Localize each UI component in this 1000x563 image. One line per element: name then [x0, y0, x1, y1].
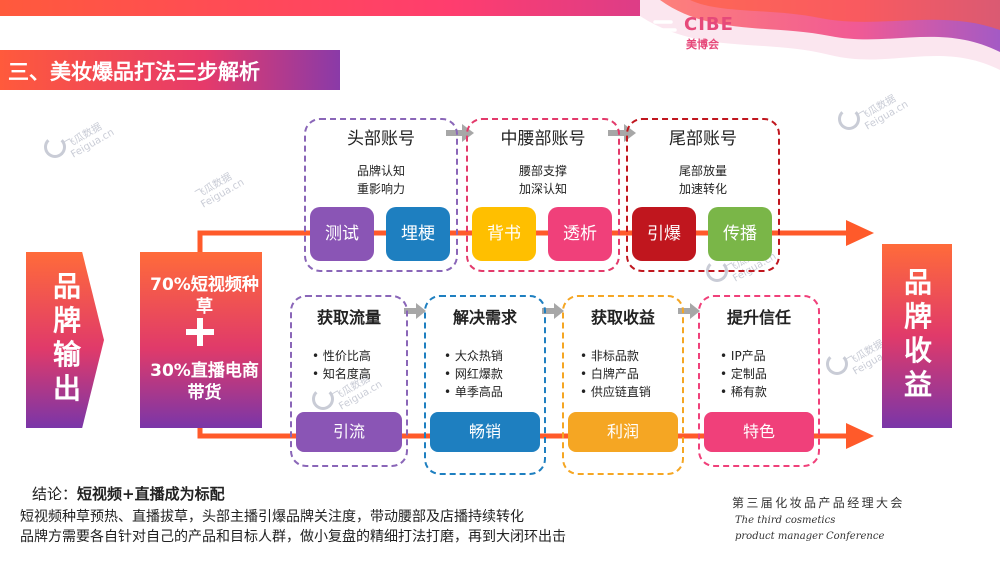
short-video-share: 70%短视频种草	[150, 275, 259, 317]
bottom-stage-bullet: IP产品	[730, 349, 766, 363]
top-flow-arrowhead	[846, 220, 874, 246]
pill-traffic: 引流	[296, 412, 402, 452]
top-stage-desc: 腰部支撑	[518, 164, 567, 178]
top-stage-desc: 重影响力	[356, 182, 405, 196]
bottom-stage-bullet: 供应链直销	[590, 385, 651, 399]
top-stage-box	[626, 118, 780, 272]
top-stage-desc: 加速转化	[678, 182, 727, 196]
bottom-stage-bullet: 稀有款	[730, 385, 767, 399]
bottom-stage-bullet: 知名度高	[322, 367, 371, 381]
bottom-stage-box	[424, 295, 546, 475]
logo-text: CIBE	[684, 14, 734, 35]
bottom-stage-bullet: 网红爆款	[454, 367, 503, 381]
pill-endorse: 背书	[472, 207, 536, 261]
top-stage-box	[304, 118, 458, 272]
watermark-logo-icon	[312, 388, 334, 410]
bottom-stage-bullet: 白牌产品	[590, 367, 639, 381]
brand-revenue-label: 品牌收益	[903, 266, 932, 401]
top-stage-desc: 品牌认知	[356, 164, 405, 178]
conference-english: The third cosmetics	[735, 515, 836, 526]
bottom-stage-box	[562, 295, 684, 475]
bottom-stage-bullet: 性价比高	[322, 349, 371, 363]
watermark-logo-icon	[44, 136, 66, 158]
bottom-stage-title: 获取流量	[316, 308, 381, 327]
conclusion-prefix: 结论：	[32, 485, 78, 503]
pill-profit: 利润	[568, 412, 678, 452]
page-title: 三、美妆爆品打法三步解析	[8, 60, 260, 84]
conclusion-line: 品牌方需要各自针对自己的产品和目标人群，做小复盘的精细打法打磨，再到大闭环出击	[20, 529, 566, 545]
pill-spread: 传播	[708, 207, 772, 261]
watermark-logo-icon	[826, 353, 848, 375]
plus-icon	[186, 318, 214, 346]
top-stage-title: 头部账号	[347, 129, 415, 149]
bottom-flow-arrowhead	[846, 423, 874, 449]
title-bar	[0, 50, 340, 90]
pill-bestseller: 畅销	[430, 412, 540, 452]
bottom-step-arrows	[404, 303, 700, 319]
top-stage-desc: 加深认知	[518, 182, 567, 196]
logo-subtext: 美博会	[686, 38, 719, 51]
brand-revenue-box	[882, 244, 952, 428]
conference-english: product manager Conference	[735, 531, 885, 542]
pill-seed: 埋梗	[386, 207, 450, 261]
bottom-stage-bullet: 单季高品	[454, 385, 503, 399]
header-wave-decoration	[640, 0, 1000, 70]
cibe-logo-icon	[653, 20, 677, 40]
conclusion-bold: 短视频+直播成为标配	[77, 485, 225, 503]
bottom-stage-bullet: 非标品款	[590, 349, 639, 363]
bottom-stage-title: 获取收益	[590, 308, 655, 327]
top-stage-box	[466, 118, 620, 272]
conclusion-line: 短视频种草预热、直播拔草，头部主播引爆品牌关注度，带动腰部及店播持续转化	[20, 509, 524, 525]
top-stage-title: 尾部账号	[669, 129, 737, 149]
brand-output-label: 品牌输出	[52, 270, 81, 405]
watermark-logo-icon	[838, 108, 860, 130]
live-commerce-share: 30%直播电商带货	[150, 361, 259, 403]
pill-analyze: 透析	[548, 207, 612, 261]
pill-feature: 特色	[704, 412, 814, 452]
bottom-stage-bullet: 定制品	[730, 367, 767, 381]
bottom-stage-box	[698, 295, 820, 467]
conclusion-heading: 结论：短视频+直播成为标配	[32, 483, 225, 504]
conference-name: 第三届化妆品产品经理大会	[732, 496, 905, 510]
bottom-stage-title: 解决需求	[452, 308, 517, 327]
bottom-stage-bullet: 大众热销	[454, 349, 503, 363]
top-stage-title: 中腰部账号	[500, 129, 586, 149]
pill-ignite: 引爆	[632, 207, 696, 261]
bottom-stage-box	[290, 295, 408, 467]
bottom-stage-title: 提升信任	[726, 308, 791, 327]
top-stage-desc: 尾部放量	[678, 164, 727, 178]
pill-test: 测试	[310, 207, 374, 261]
